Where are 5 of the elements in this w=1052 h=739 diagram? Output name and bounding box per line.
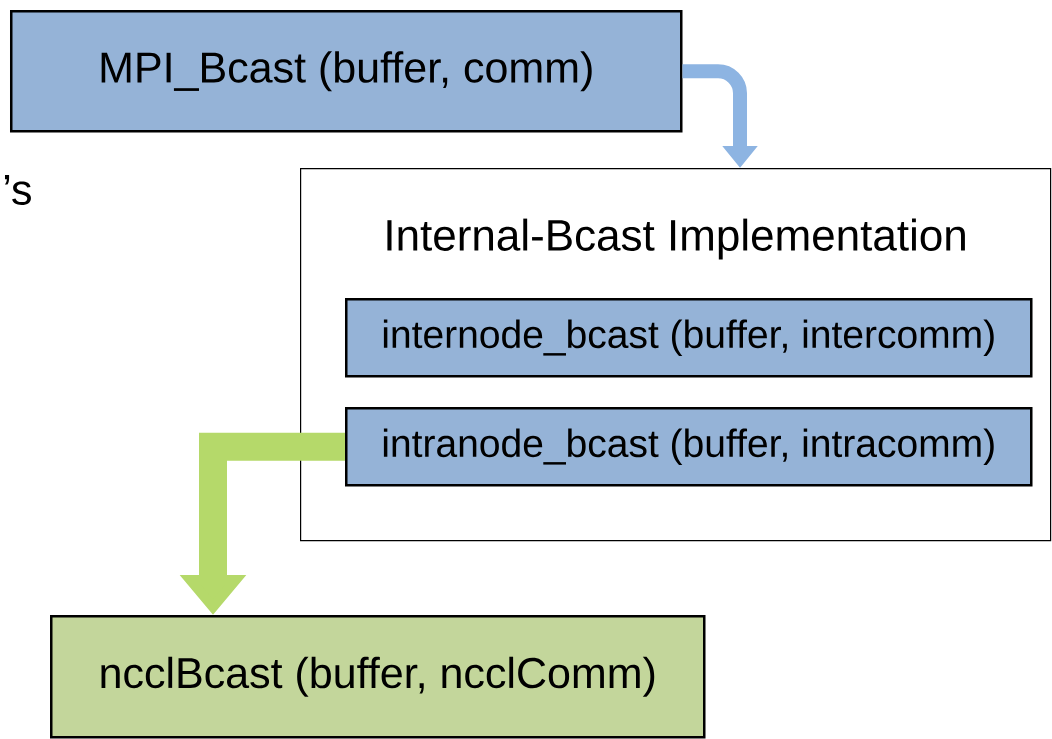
function-box: MPI_Bcast (buffer, comm) [10,10,683,133]
text-fragment: ’s [4,175,31,205]
function-box: intranode_bcast (buffer, intracomm) [345,407,1033,487]
function-box: internode_bcast (buffer, intercomm) [345,298,1033,378]
function-box: ncclBcast (buffer, ncclComm) [50,615,706,739]
